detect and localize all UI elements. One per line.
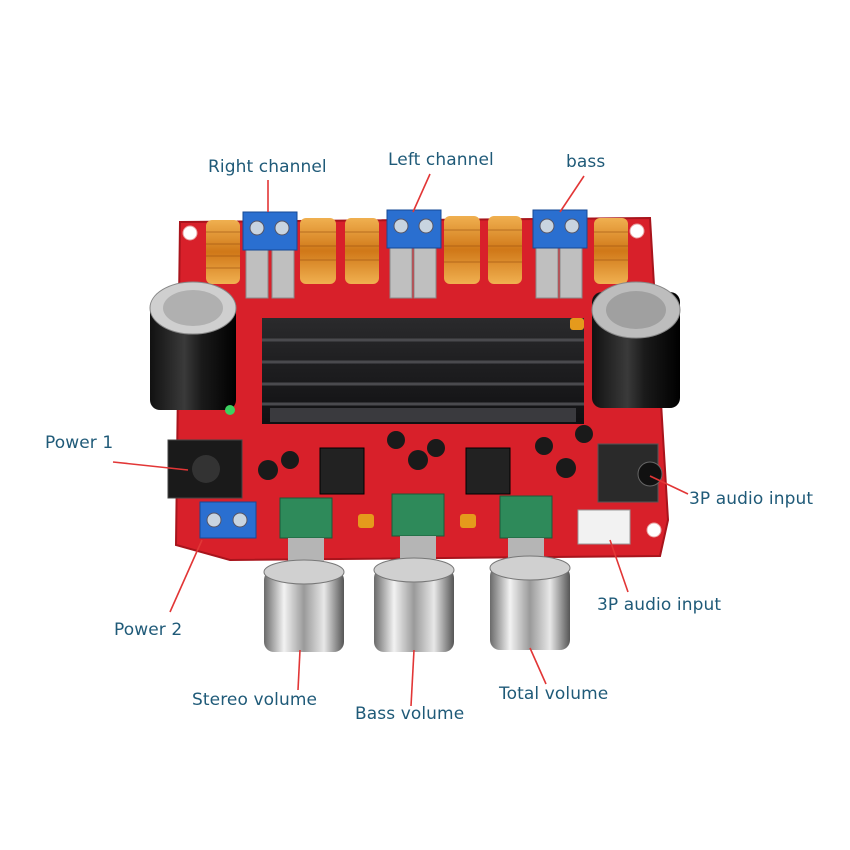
label-right-channel: Right channel <box>208 157 327 177</box>
audio-connector-3p <box>577 509 631 545</box>
terminal-bass <box>532 209 588 249</box>
label-bass-volume: Bass volume <box>355 704 465 724</box>
label-stereo-volume: Stereo volume <box>192 690 318 710</box>
leader-bass-volume <box>410 649 415 707</box>
leader-3p-input-a <box>649 475 689 495</box>
big-capacitor-left <box>149 281 237 410</box>
knob-stereo-volume <box>263 559 345 652</box>
audio-jack-3p <box>597 443 663 503</box>
label-power-1: Power 1 <box>45 433 114 453</box>
coil-windings <box>206 229 628 269</box>
terminal-left-channel <box>386 209 442 249</box>
power-terminal <box>199 501 257 539</box>
leader-lines <box>112 173 689 707</box>
big-capacitor-right <box>591 281 681 408</box>
label-3p-audio-input-b: 3P audio input <box>597 595 722 615</box>
leader-power-2 <box>169 539 203 613</box>
leader-power-1 <box>112 461 189 471</box>
leader-3p-input-b <box>609 539 629 593</box>
small-components <box>258 318 593 528</box>
heatsink <box>262 318 584 424</box>
leader-left-channel <box>412 173 431 213</box>
terminal-right-channel <box>242 211 298 251</box>
label-3p-audio-input-a: 3P audio input <box>689 489 814 509</box>
power-led <box>225 405 235 415</box>
label-total-volume: Total volume <box>499 684 609 704</box>
label-bass: bass <box>566 152 606 172</box>
label-power-2: Power 2 <box>114 620 183 640</box>
leader-total-volume <box>529 647 547 685</box>
label-left-channel: Left channel <box>388 150 494 170</box>
knob-bass-volume <box>373 557 455 652</box>
film-capacitors <box>245 247 583 299</box>
knob-total-volume <box>489 555 571 650</box>
leader-bass <box>559 175 585 213</box>
leader-stereo-volume <box>297 649 301 691</box>
